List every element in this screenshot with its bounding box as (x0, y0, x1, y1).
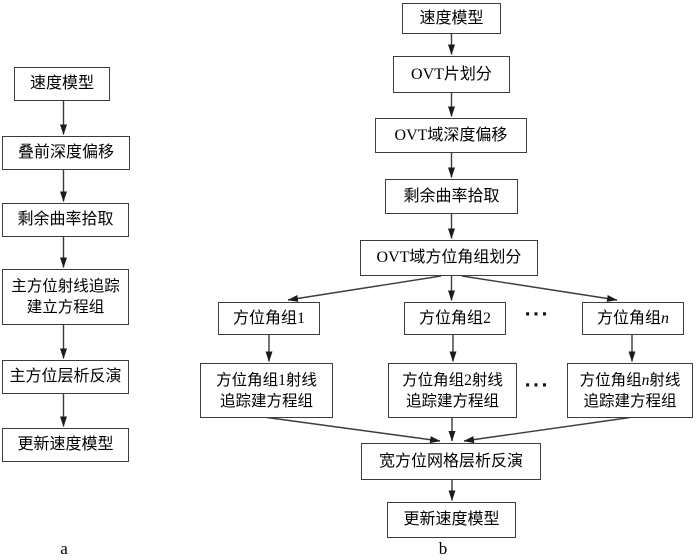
panel-b-caption: b (438, 539, 448, 558)
b-group2-ray-tracing-box: 方位角组2射线 追踪建方程组 (388, 363, 517, 418)
b-residual-curvature-picking-label: 剩余曲率拾取 (403, 187, 500, 205)
b-ovt-azimuth-group-division-label: OVT域方位角组划分 (376, 249, 522, 266)
b-ovt-depth-migration-label: OVT域深度偏移 (394, 126, 508, 144)
b-ovt-depth-migration-box: OVT域深度偏移 (375, 118, 527, 153)
a-main-azimuth-tomography-label: 主方位层析反演 (9, 368, 122, 385)
b-update-velocity-model-label: 更新速度模型 (403, 511, 500, 528)
b-groupn-ray-variable: n (641, 371, 650, 389)
arrow-b-branch-left (287, 275, 442, 302)
b-ovt-tile-division-box: OVT片划分 (393, 56, 510, 93)
b-azimuth-group-2-box: 方位角组2 (404, 302, 506, 335)
a-prestack-depth-migration-box: 叠前深度偏移 (2, 136, 130, 170)
b-azimuth-group-n-label: 方位角组n (597, 309, 669, 329)
b-groupn-ray-line2: 追踪建方程组 (583, 392, 677, 410)
b-group2-ray-line2: 追踪建方程组 (405, 392, 499, 410)
b-velocity-model-label: 速度模型 (419, 9, 484, 27)
a-prestack-depth-migration-label: 叠前深度偏移 (17, 144, 114, 161)
b-azimuth-group-1-box: 方位角组1 (218, 302, 320, 335)
b-wide-azimuth-grid-tomography-box: 宽方位网格层析反演 (361, 443, 541, 480)
a-residual-curvature-picking-box: 剩余曲率拾取 (2, 203, 129, 237)
a-main-azimuth-ray-tracing-line2: 建立方程组 (26, 299, 105, 316)
b-velocity-model-box: 速度模型 (402, 3, 501, 34)
b-update-velocity-model-box: 更新速度模型 (387, 502, 516, 538)
b-ellipsis-row2: ··· (524, 376, 550, 396)
b-groupn-ray-prefix: 方位角组 (579, 371, 642, 389)
b-groupn-ray-line1: 方位角组n射线 (580, 370, 681, 391)
b-groupn-ray-suffix: 射线 (649, 371, 681, 389)
b-group1-ray-line1: 方位角组1射线 (216, 371, 317, 389)
b-ovt-tile-division-label: OVT片划分 (411, 65, 492, 83)
b-azimuth-group-1-label: 方位角组1 (232, 309, 305, 327)
b-residual-curvature-picking-box: 剩余曲率拾取 (385, 179, 518, 214)
b-wide-azimuth-grid-tomography-label: 宽方位网格层析反演 (378, 452, 523, 470)
b-group1-ray-line2: 追踪建方程组 (219, 392, 313, 410)
a-residual-curvature-picking-label: 剩余曲率拾取 (17, 211, 114, 228)
b-group1-ray-tracing-box: 方位角组1射线 追踪建方程组 (200, 363, 333, 418)
b-ellipsis-row1: ··· (524, 305, 550, 325)
a-velocity-model-box: 速度模型 (14, 67, 110, 101)
a-main-azimuth-ray-tracing-box: 主方位射线追踪 建立方程组 (2, 269, 129, 325)
b-azimuth-group-n-box: 方位角组n (582, 302, 684, 335)
b-azimuth-group-2-label: 方位角组2 (418, 309, 491, 327)
b-group2-ray-line1: 方位角组2射线 (402, 371, 503, 389)
a-main-azimuth-tomography-box: 主方位层析反演 (2, 360, 129, 394)
b-ovt-azimuth-group-division-box: OVT域方位角组划分 (360, 240, 538, 276)
panel-a-caption: a (60, 539, 68, 558)
a-update-velocity-model-box: 更新速度模型 (2, 428, 129, 462)
b-azimuth-group-n-variable: n (661, 309, 669, 327)
a-main-azimuth-ray-tracing-line1: 主方位射线追踪 (11, 278, 120, 295)
a-velocity-model-label: 速度模型 (29, 75, 94, 92)
a-update-velocity-model-label: 更新速度模型 (17, 436, 114, 453)
arrow-b-merge-right (463, 416, 631, 444)
arrow-b-branch-right (461, 275, 618, 302)
arrow-b-merge-left (266, 416, 441, 444)
b-azimuth-group-n-prefix: 方位角组 (596, 309, 661, 327)
b-groupn-ray-tracing-box: 方位角组n射线 追踪建方程组 (567, 363, 693, 418)
